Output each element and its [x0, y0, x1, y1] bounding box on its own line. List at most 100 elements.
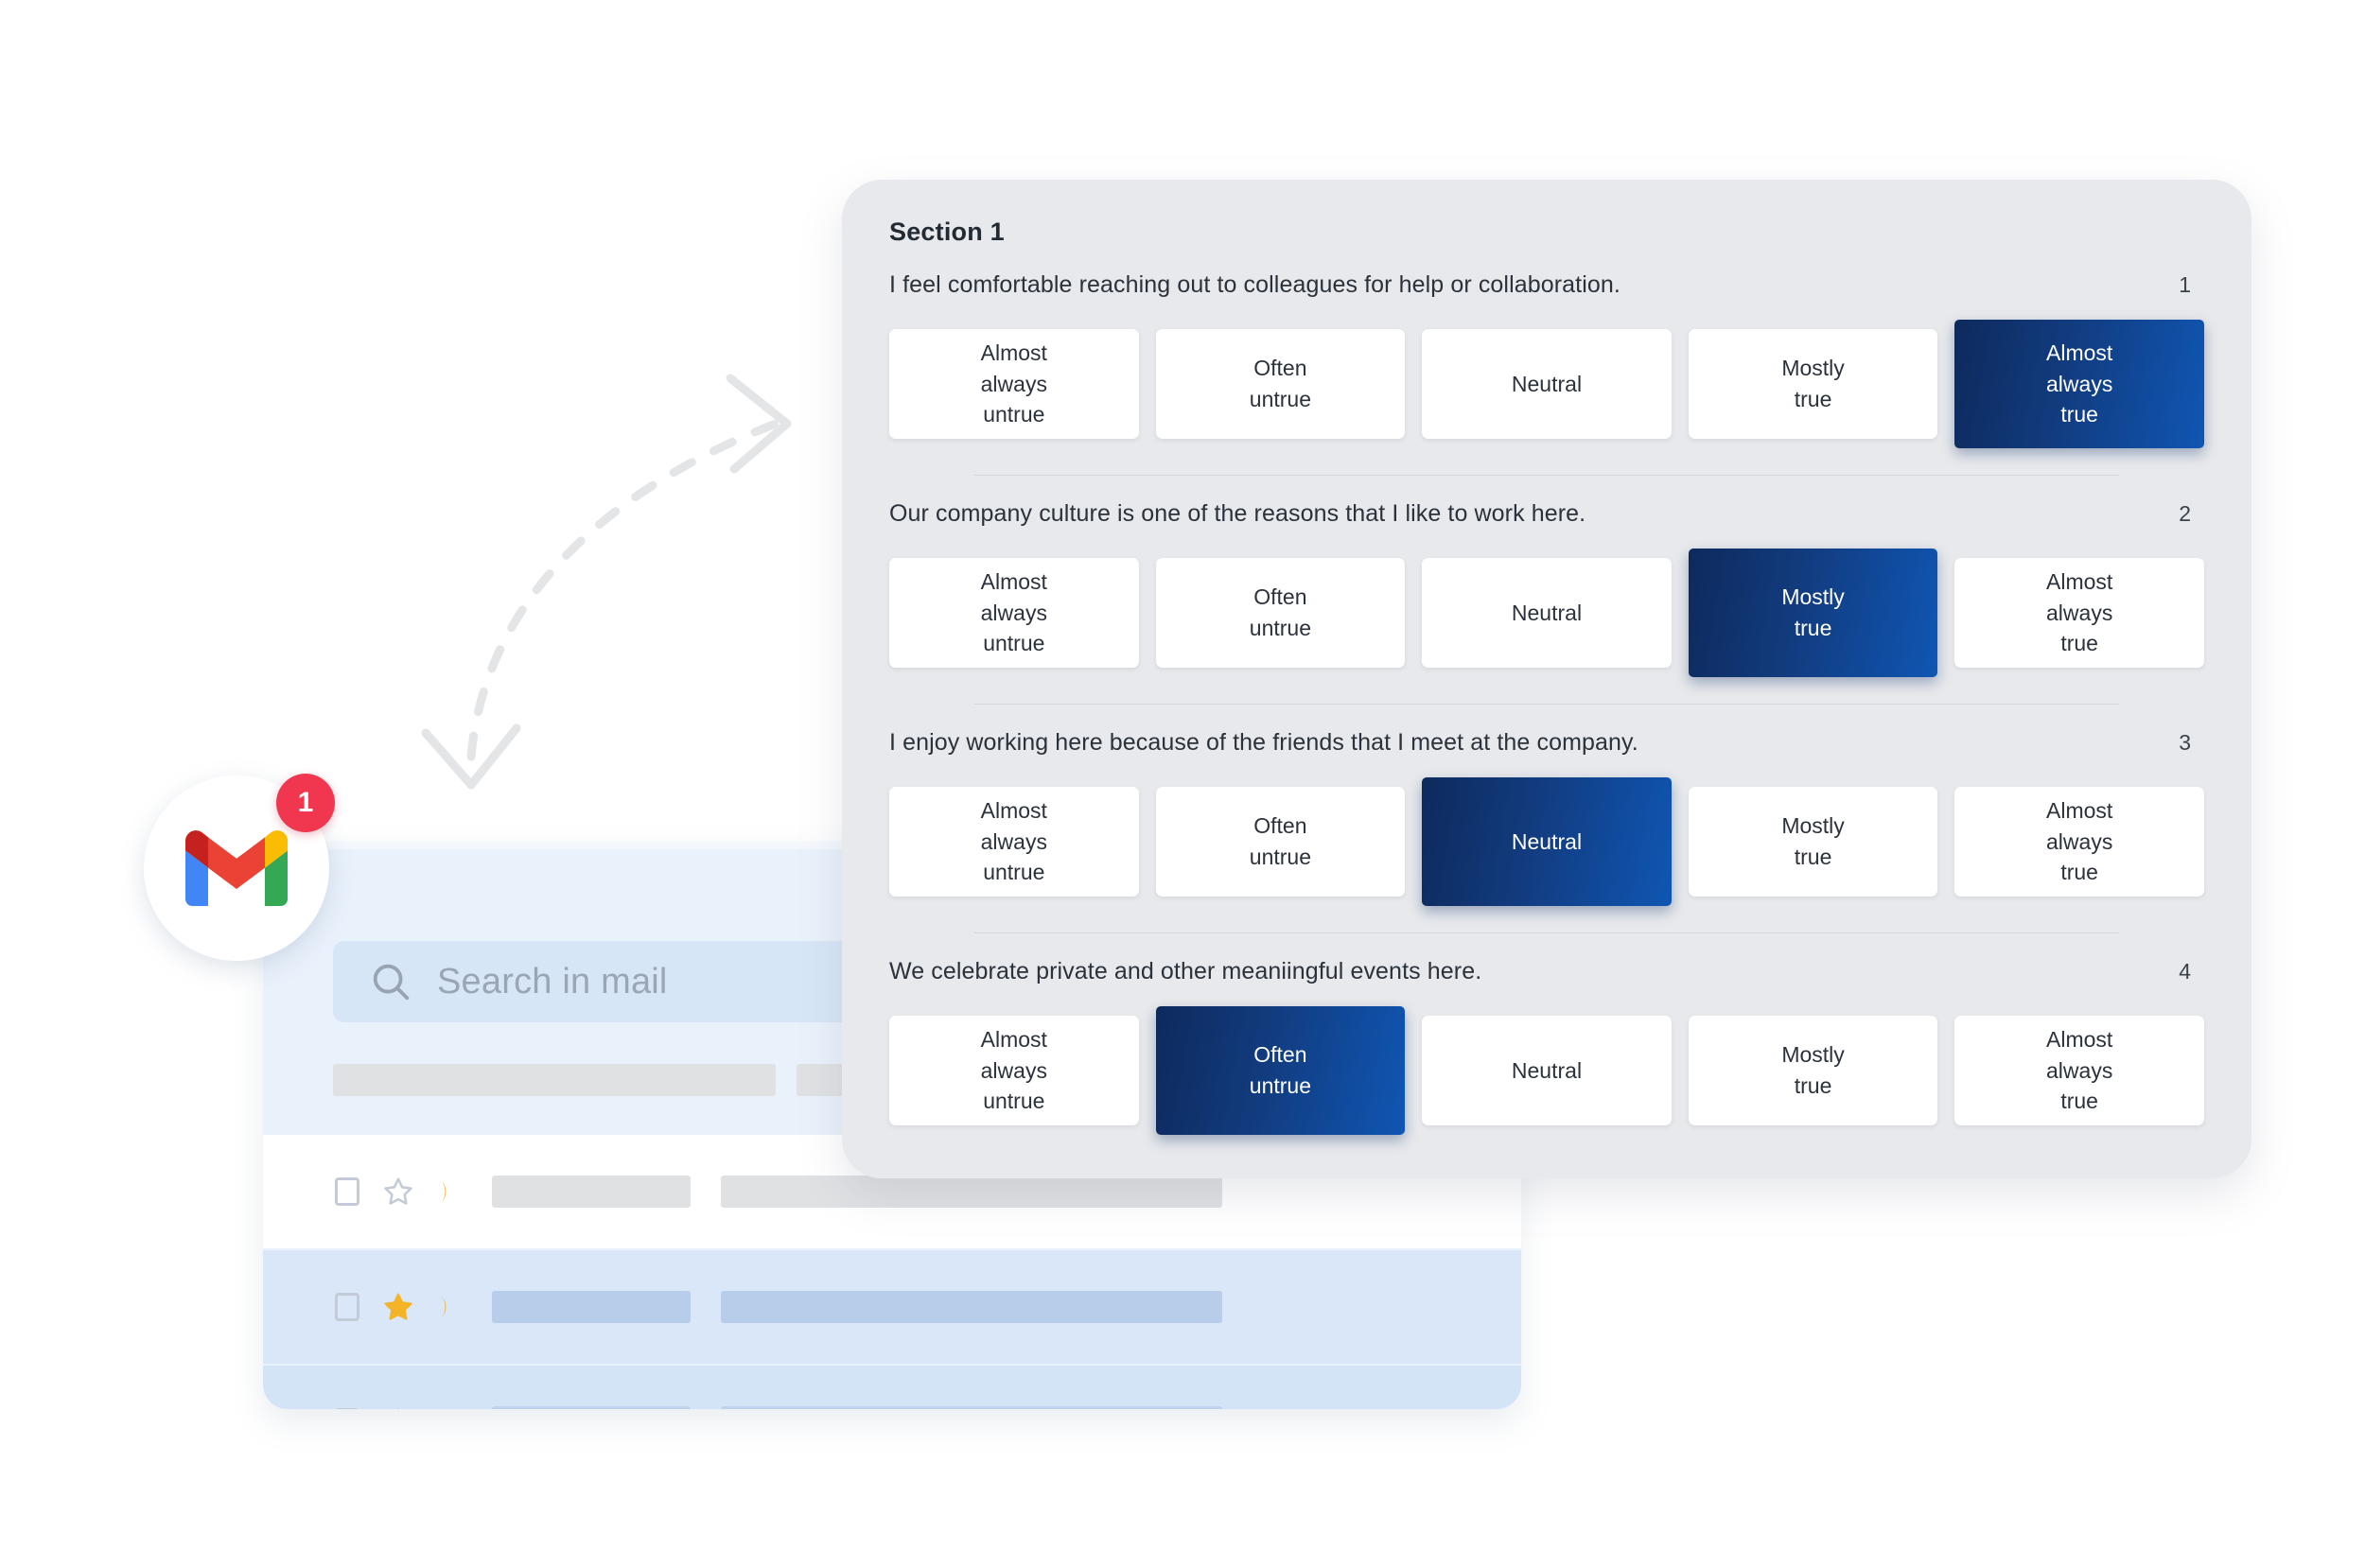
mail-list-item[interactable] [263, 1250, 1521, 1364]
important-marker-icon[interactable] [435, 1176, 460, 1207]
sender-placeholder [492, 1291, 691, 1323]
important-marker-icon[interactable] [435, 1292, 460, 1322]
checkbox-icon[interactable] [335, 1293, 359, 1321]
likert-option-label: Neutral [1512, 1055, 1582, 1087]
question-text: Our company culture is one of the reason… [889, 500, 1586, 527]
question-block: I enjoy working here because of the frie… [889, 729, 2204, 933]
gmail-app-badge[interactable]: 1 [144, 774, 335, 961]
likert-option-line: Neutral [1511, 828, 1583, 854]
likert-option-label: Mostly true [1781, 582, 1844, 643]
question-number: 3 [2179, 730, 2191, 755]
search-placeholder-text: Search in mail [437, 961, 668, 1002]
likert-option-label: Neutral [1512, 827, 1582, 858]
star-icon[interactable] [382, 1176, 414, 1208]
section-title: Section 1 [889, 218, 1005, 246]
star-icon[interactable] [382, 1291, 414, 1323]
likert-option[interactable]: Neutral [1422, 1016, 1672, 1125]
likert-option-line: untrue [983, 402, 1045, 427]
likert-option-line: untrue [1249, 845, 1311, 869]
likert-option-label: Often untrue [1250, 353, 1311, 414]
likert-option-selected[interactable]: Mostly true [1688, 549, 1938, 677]
likert-option-line: untrue [983, 631, 1045, 656]
likert-option-line: true [2060, 860, 2098, 885]
likert-option-line: Almost [2046, 340, 2113, 366]
likert-option-line: always [2046, 371, 2113, 396]
survey-card: Section 1 I feel comfortable reaching ou… [842, 180, 2251, 1178]
likert-option-line: Neutral [1511, 600, 1583, 625]
likert-option-line: always [980, 1057, 1047, 1083]
likert-option-line: Almost [2046, 569, 2113, 595]
likert-option-line: Often [1253, 1042, 1307, 1068]
subject-placeholder [721, 1176, 1222, 1208]
question-number: 4 [2179, 959, 2191, 984]
unread-count-text: 1 [297, 787, 314, 818]
important-marker-icon[interactable] [435, 1407, 460, 1409]
likert-option-line: Mostly [1781, 813, 1845, 839]
likert-option-line: Mostly [1781, 584, 1845, 610]
likert-option-line: always [2046, 1057, 2113, 1083]
star-icon[interactable] [382, 1406, 414, 1409]
likert-option-line: always [980, 371, 1047, 396]
likert-option-line: true [1794, 616, 1832, 640]
likert-option-line: Often [1253, 584, 1307, 610]
question-text: I feel comfortable reaching out to colle… [889, 271, 1620, 298]
likert-option-line: Almost [980, 569, 1047, 595]
sender-placeholder [492, 1406, 691, 1409]
likert-option-line: true [1794, 387, 1832, 411]
likert-scale-row: Almost always untrue Often untrue Neutral Most… [889, 320, 2204, 448]
subject-placeholder [721, 1291, 1222, 1323]
likert-option-line: Mostly [1781, 356, 1845, 381]
question-block: I feel comfortable reaching out to colle… [889, 271, 2204, 476]
likert-option-line: always [2046, 828, 2113, 854]
likert-option-line: Often [1253, 356, 1307, 381]
likert-option[interactable]: Often untrue [1155, 558, 1406, 668]
likert-option[interactable]: Mostly true [1688, 329, 1938, 439]
likert-option-label: Often untrue [1250, 582, 1311, 643]
checkbox-icon[interactable] [335, 1177, 359, 1206]
questions-list: I feel comfortable reaching out to colle… [889, 271, 2204, 1135]
likert-option[interactable]: Often untrue [1155, 329, 1406, 439]
subject-placeholder [721, 1406, 1222, 1409]
likert-option-label: Neutral [1512, 598, 1582, 629]
likert-option-line: true [1794, 1073, 1832, 1098]
checkbox-icon[interactable] [335, 1408, 359, 1409]
likert-option-line: Almost [2046, 1027, 2113, 1053]
likert-option-line: untrue [983, 860, 1045, 885]
ghost-bar [333, 1064, 776, 1096]
likert-option-line: untrue [1249, 387, 1311, 411]
question-header: Our company culture is one of the reason… [889, 500, 2204, 528]
likert-option[interactable]: Neutral [1422, 558, 1672, 668]
likert-option-label: Mostly true [1781, 353, 1844, 414]
likert-option-line: untrue [1249, 616, 1311, 640]
sender-placeholder [492, 1176, 691, 1208]
mail-list-item[interactable] [263, 1366, 1521, 1409]
likert-option-line: untrue [983, 1089, 1045, 1114]
likert-option-selected[interactable]: Neutral [1422, 777, 1672, 906]
likert-option[interactable]: Neutral [1422, 329, 1672, 439]
question-divider [974, 704, 2119, 705]
question-number: 1 [2179, 272, 2191, 297]
likert-option-line: Neutral [1511, 371, 1583, 396]
